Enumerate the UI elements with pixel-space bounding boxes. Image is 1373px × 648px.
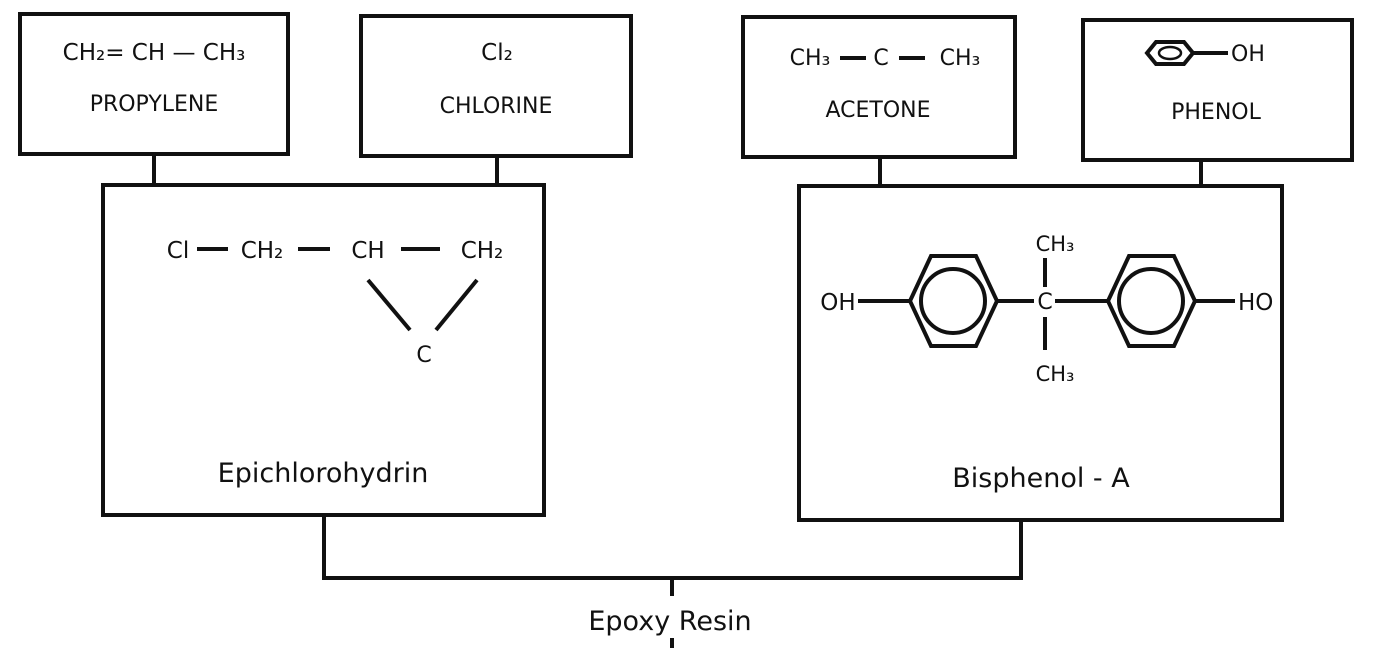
bpa-ch3-bottom: CH₃ <box>1036 362 1075 386</box>
acetone-c: C <box>873 46 888 71</box>
epi-cl: Cl <box>167 238 189 264</box>
chlorine-formula: Cl₂ <box>481 40 513 66</box>
phenol-label: PHENOL <box>1171 100 1261 125</box>
phenol-box: OH PHENOL <box>1081 18 1354 162</box>
phenol-oh: OH <box>1231 42 1265 67</box>
acetone-box: CH₃ C CH₃ ACETONE <box>741 15 1017 159</box>
propylene-formula: CH₂= CH — CH₃ <box>63 40 246 66</box>
epichlorohydrin-box: Cl CH₂ CH CH₂ C Epichlorohydrin <box>101 183 546 517</box>
acetone-label: ACETONE <box>825 98 930 123</box>
epoxy-resin-label: Epoxy Resin <box>588 606 751 637</box>
epi-ch2-a: CH₂ <box>241 238 284 264</box>
acetone-ch3-right: CH₃ <box>940 46 981 71</box>
bpa-oh-left: OH <box>820 290 855 316</box>
product: Epoxy Resin <box>588 598 754 638</box>
connectors <box>152 154 1203 648</box>
merge-connector <box>322 515 1023 580</box>
epichlorohydrin-label: Epichlorohydrin <box>218 458 429 489</box>
bpa-center-c: C <box>1037 290 1052 315</box>
chlorine-label: CHLORINE <box>440 94 553 119</box>
chlorine-box: Cl₂ CHLORINE <box>359 14 633 158</box>
bpa-ho-right: HO <box>1238 290 1273 316</box>
epi-ring-bond-left <box>366 278 412 332</box>
epi-ch2-b: CH₂ <box>461 238 504 264</box>
bisphenol-a-label: Bisphenol - A <box>952 463 1130 494</box>
bpa-ch3-top: CH₃ <box>1036 232 1075 256</box>
propylene-label: PROPYLENE <box>90 92 219 117</box>
epi-c: C <box>416 343 431 368</box>
propylene-box: CH₂= CH — CH₃ PROPYLENE <box>18 12 290 156</box>
epi-ch: CH <box>351 238 384 264</box>
acetone-ch3-left: CH₃ <box>790 46 831 71</box>
bisphenol-a-box: OH C CH₃ CH₃ HO Bisphenol - A <box>797 184 1284 522</box>
epi-ring-bond-right <box>434 278 479 332</box>
